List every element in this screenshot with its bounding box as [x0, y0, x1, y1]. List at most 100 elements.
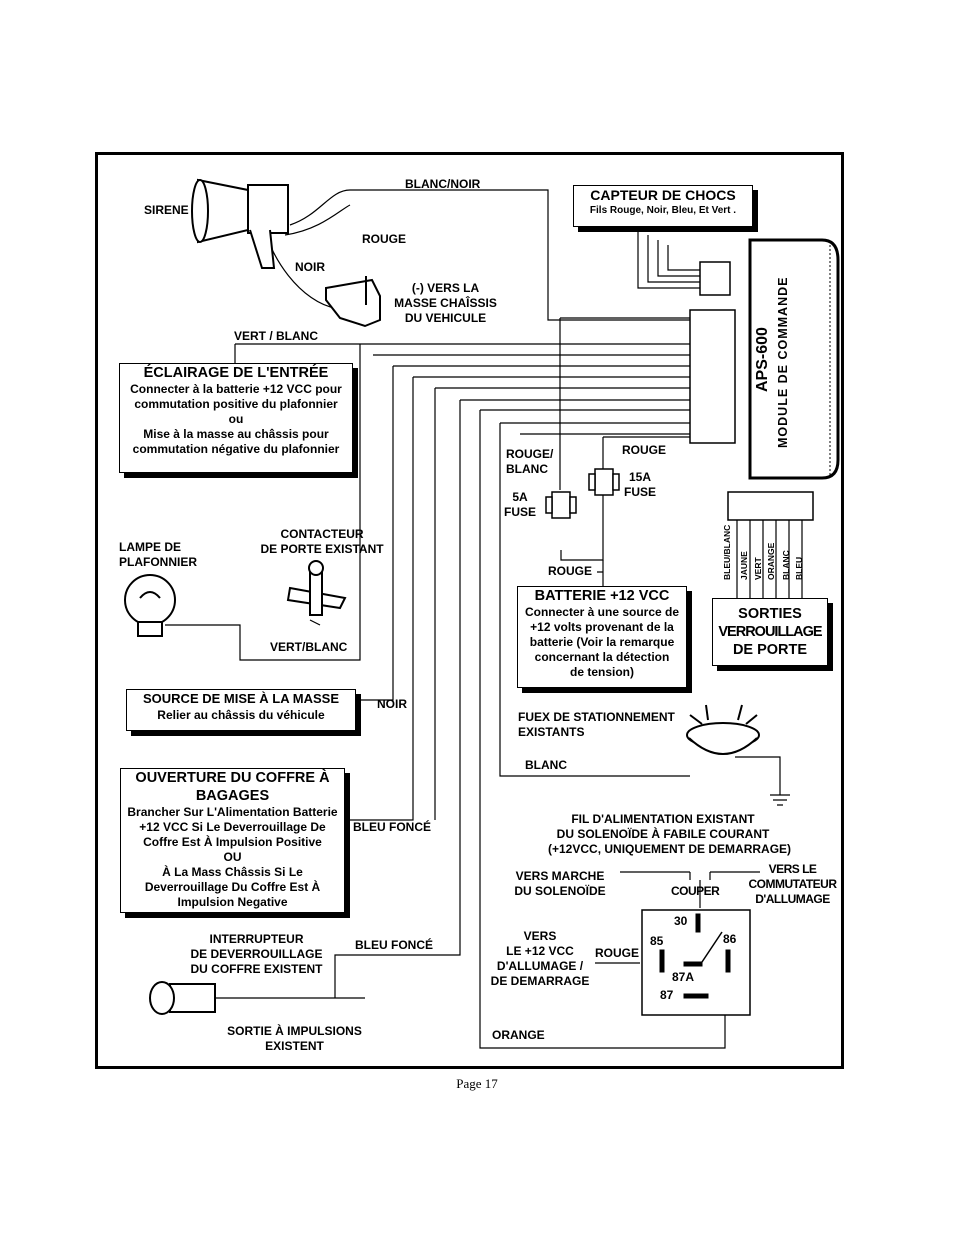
fil-alim-3: (+12VCC, UNIQUEMENT DE DEMARRAGE): [548, 842, 792, 856]
coffre-line-2: +12 VCC Si Le Deverrouillage De: [139, 820, 326, 834]
masse-box: SOURCE DE MISE À LA MASSE Relier au châs…: [126, 689, 356, 731]
wire-h3: [360, 365, 690, 701]
siren-drawing: [191, 178, 289, 269]
wire-rouge-batt: [597, 560, 604, 588]
parking-light-drawing: [686, 704, 760, 755]
vers-12v-4: DE DEMARRAGE: [490, 974, 590, 988]
door-wire-2: JAUNE: [739, 551, 749, 580]
batterie-box: BATTERIE +12 VCC Connecter à une source …: [517, 586, 687, 688]
wire-15a: [560, 436, 690, 561]
relay-pin-87: 87: [660, 988, 674, 1002]
label-vers-commutateur: VERS LE COMMUTATEUR D'ALLUMAGE: [745, 862, 840, 907]
wire-h5: [434, 387, 690, 820]
eclairage-line-1: Connecter à la batterie +12 VCC pour: [130, 382, 342, 396]
door-wire-4: ORANGE: [766, 542, 776, 580]
fuse-5a-2: FUSE: [503, 505, 536, 519]
wire-ground: [735, 756, 781, 795]
label-vert-blanc-bottom: VERT/BLANC: [270, 640, 348, 654]
wire-shock-1: [637, 228, 700, 289]
relay: [641, 909, 751, 1016]
wire-h6: [334, 399, 690, 999]
chassis-ground-drawing: [325, 276, 381, 328]
batterie-line-3: batterie (Voir la remarque: [529, 635, 675, 649]
contacteur-2: DE PORTE EXISTANT: [260, 542, 384, 556]
lampe-1: LAMPE DE: [119, 540, 182, 554]
masse-title: SOURCE DE MISE À LA MASSE: [143, 691, 339, 706]
wire-solenoid: [620, 871, 760, 908]
contacteur-1: CONTACTEUR: [280, 527, 364, 541]
wire-shock-4: [667, 245, 700, 271]
vers-12v-1: VERS: [523, 929, 557, 943]
wire-h8: [499, 422, 690, 777]
vers-marche-1: VERS MARCHE: [515, 869, 605, 883]
label-fuse-15a: 15A FUSE: [620, 470, 660, 500]
label-rouge-sirene: ROUGE: [362, 232, 407, 246]
label-rouge-15a: ROUGE: [622, 443, 667, 457]
dome-lamp-drawing: [124, 574, 176, 637]
vers-12v-3: D'ALLUMAGE /: [496, 959, 584, 973]
coffre-title-2: BAGAGES: [195, 788, 270, 804]
label-vers-marche: VERS MARCHE DU SOLENOÏDE: [505, 869, 615, 899]
label-rouge-batt: ROUGE: [548, 564, 593, 578]
label-fuse-5a: 5A FUSE: [500, 490, 540, 520]
trunk-switch-drawing: [149, 981, 216, 1015]
relay-pin-86: 86: [723, 932, 737, 946]
label-sirene: SIRENE: [144, 203, 189, 217]
label-bleu-fonce-1: BLEU FONCÉ: [353, 820, 431, 834]
masse-chassis-2: MASSE CHAÎSSIS: [394, 296, 497, 310]
batterie-line-2: +12 volts provenant de la: [530, 620, 674, 634]
label-fil-alim: FIL D'ALIMENTATION EXISTANT DU SOLENOÏDE…: [548, 812, 792, 857]
rouge-blanc-2: BLANC: [506, 462, 548, 476]
module-model: APS-600: [754, 327, 771, 392]
lampe-2: PLAFONNIER: [119, 555, 197, 569]
label-masse-chassis: (-) VERS LA MASSE CHAÎSSIS DU VEHICULE: [388, 281, 503, 326]
label-feux: FUEX DE STATIONNEMENT EXISTANTS: [518, 710, 675, 740]
eclairage-line-5: commutation négative du plafonnier: [132, 442, 340, 456]
relay-pin-85: 85: [650, 934, 664, 948]
sorties-line-2: VERROUILLAGE: [718, 624, 822, 640]
vers-commutateur-1: VERS LE: [768, 862, 817, 876]
batterie-title: BATTERIE +12 VCC: [534, 588, 670, 604]
door-wire-6: BLEU: [794, 556, 804, 580]
sorties-line-3: DE PORTE: [732, 642, 808, 658]
vers-marche-2: DU SOLENOÏDE: [514, 884, 606, 898]
sortie-impulsions-1: SORTIE À IMPULSIONS: [227, 1024, 362, 1038]
coffre-line-6: Deverrouillage Du Coffre Est À: [144, 880, 321, 894]
label-rouge-relais: ROUGE: [595, 946, 640, 960]
coffre-line-1: Brancher Sur L'Alimentation Batterie: [127, 805, 338, 819]
wire-door-lock: [736, 520, 803, 598]
coffre-box: OUVERTURE DU COFFRE À BAGAGES Brancher S…: [120, 768, 345, 913]
ground-symbol: [770, 794, 790, 806]
wire-lamp: [165, 344, 361, 661]
coffre-line-5: À La Mass Châssis Si Le: [162, 865, 303, 879]
module-name: MODULE DE COMMANDE: [776, 276, 790, 448]
label-blanc-noir: BLANC/NOIR: [405, 177, 481, 191]
capteur-body: Fils Rouge, Noir, Bleu, Et Vert .: [589, 205, 737, 216]
label-vert-blanc-top: VERT / BLANC: [234, 329, 318, 343]
label-vers-12v: VERS LE +12 VCC D'ALLUMAGE / DE DEMARRAG…: [485, 929, 595, 989]
fil-alim-1: FIL D'ALIMENTATION EXISTANT: [571, 812, 755, 826]
batterie-line-4: concernant la détection: [534, 650, 670, 664]
coffre-line-7: Impulsion Negative: [177, 895, 288, 909]
wire-vert-blanc: [234, 343, 690, 363]
relay-pin-30: 30: [674, 914, 688, 928]
capteur-box: CAPTEUR DE CHOCS Fils Rouge, Noir, Bleu,…: [573, 185, 753, 227]
feux-1: FUEX DE STATIONNEMENT: [518, 710, 675, 724]
interrupteur-3: DU COFFRE EXISTENT: [190, 962, 323, 976]
diagram-frame: [95, 152, 844, 1069]
eclairage-line-4: Mise à la masse au châssis pour: [143, 427, 329, 441]
fuse-5a: [545, 491, 577, 519]
capteur-title: CAPTEUR DE CHOCS: [590, 187, 736, 203]
sortie-impulsions-2: EXISTENT: [265, 1039, 324, 1053]
vers-commutateur-2: COMMUTATEUR: [748, 877, 837, 891]
batterie-line-1: Connecter à une source de: [524, 605, 680, 619]
fuse-15a-2: FUSE: [623, 485, 656, 499]
masse-chassis-3: DU VEHICULE: [404, 311, 487, 325]
label-interrupteur: INTERRUPTEUR DE DEVERROUILLAGE DU COFFRE…: [184, 932, 329, 977]
label-orange: ORANGE: [492, 1028, 545, 1042]
wire-door: [309, 619, 321, 626]
eclairage-box: ÉCLAIRAGE DE L'ENTRÉE Connecter à la bat…: [119, 363, 353, 473]
batterie-line-5: de tension): [569, 665, 634, 679]
masse-body: Relier au châssis du véhicule: [157, 708, 325, 722]
